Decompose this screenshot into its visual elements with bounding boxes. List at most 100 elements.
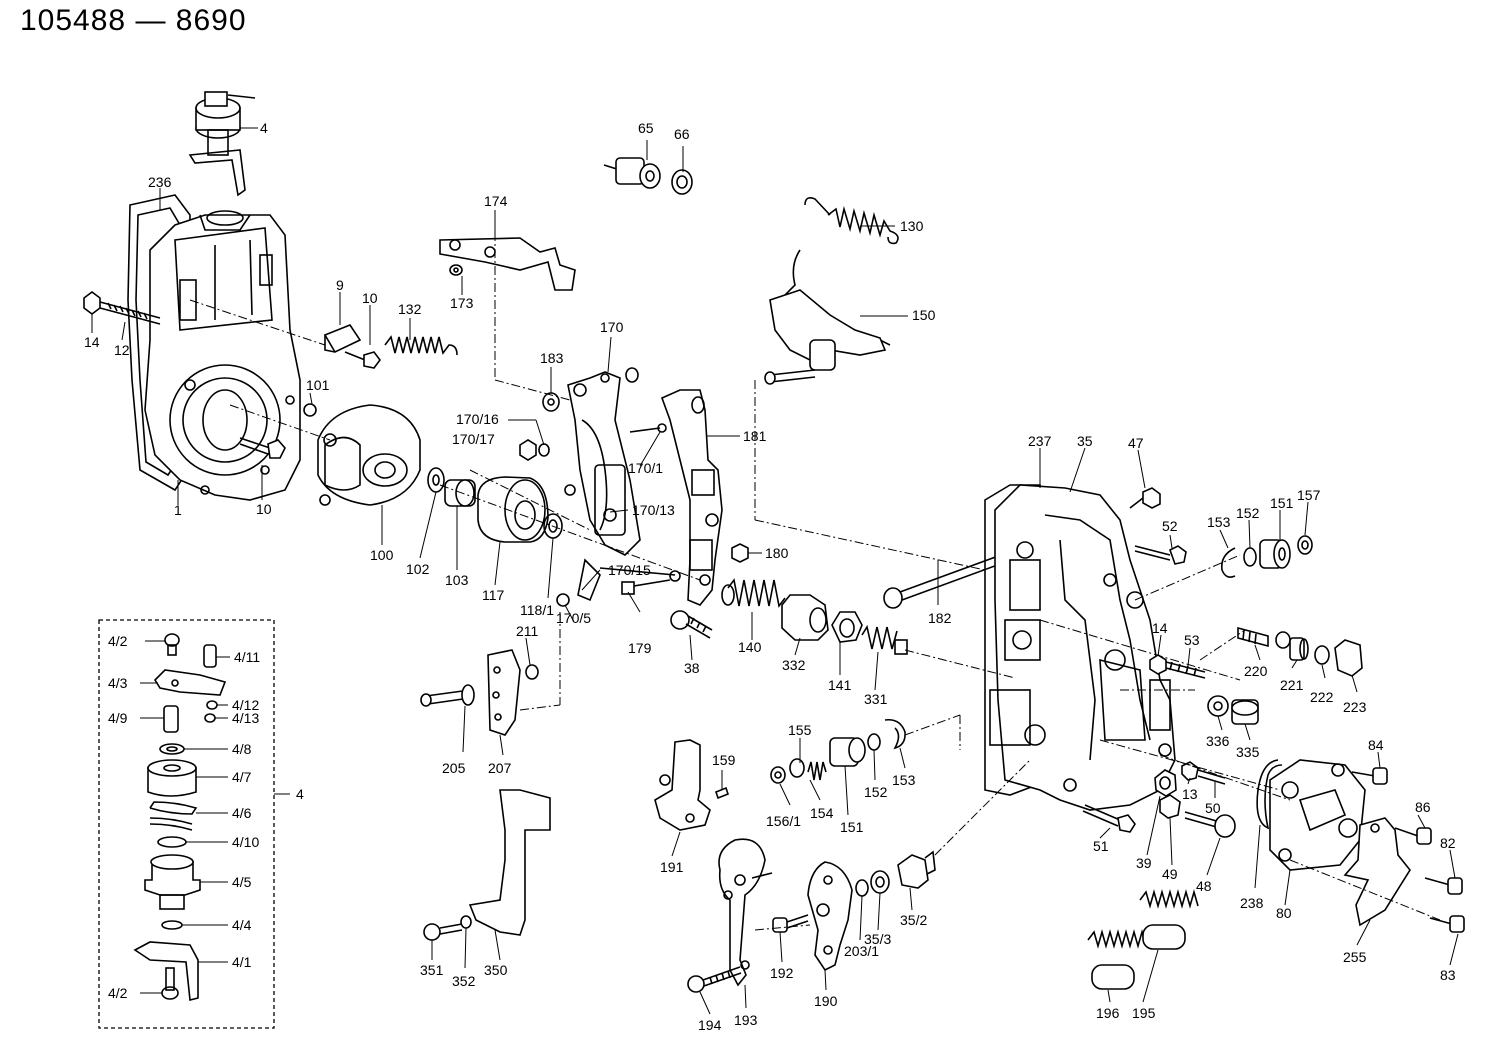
clip-159 [715,786,729,800]
washer-352 [460,915,472,929]
bush-151 [1259,539,1291,569]
label-195: 195 [1132,1005,1156,1021]
label-174: 174 [484,193,508,209]
pin-170-1 [629,423,667,433]
lever-181 [660,389,723,606]
label-173: 173 [450,295,474,311]
label-336: 336 [1206,733,1230,749]
leader-lines [91,127,1459,1015]
washer-211 [525,664,539,680]
pin-205 [420,684,475,707]
label-183: 183 [540,350,564,366]
washer-222 [1314,645,1330,665]
label-153-upper: 153 [1207,514,1231,530]
governor-housing [127,194,301,501]
part-4-adjuster [188,91,256,197]
washer-183 [542,392,560,412]
label-102: 102 [406,561,430,577]
label-221: 221 [1280,677,1304,693]
stud-331 [861,624,908,655]
bolt-53 [1149,654,1206,679]
bolt-52 [1134,545,1187,565]
inset-label-4-9: 4/9 [108,710,128,726]
label-1: 1 [174,502,182,518]
spring-140 [721,578,786,608]
bracket-350 [468,789,551,936]
label-350: 350 [484,962,508,978]
bush-151-lower [829,737,866,767]
washer-336 [1207,695,1229,717]
inset-label-4-2-bottom: 4/2 [108,985,128,1001]
assembly-lines [189,232,1441,931]
label-331: 331 [864,691,888,707]
washer-152-lower [867,733,881,751]
screw-179 [621,579,671,595]
label-10-screw: 10 [362,290,378,306]
inset-label-4-7: 4/7 [232,769,252,785]
plate-193 [718,838,773,987]
label-35-3: 35/3 [864,931,891,947]
sleeve-196 [1091,924,1186,990]
label-220: 220 [1244,663,1268,679]
label-10-housing: 10 [256,501,272,517]
label-170-13: 170/13 [632,502,675,518]
label-154: 154 [810,805,834,821]
label-211: 211 [516,623,539,639]
inset-label-4-1: 4/1 [232,954,252,970]
label-352: 352 [452,973,476,989]
washer-170 [625,367,639,383]
spring-130 [804,197,899,245]
washer-156-1 [770,766,786,784]
bracket-255 [1343,817,1411,927]
sleeve-103 [444,479,476,507]
lever-174 [439,237,576,291]
label-351: 351 [420,962,444,978]
cover-80 [1269,759,1366,871]
label-182: 182 [928,610,952,626]
inset-label-4-4: 4/4 [232,917,252,933]
label-170-15: 170/15 [608,562,651,578]
label-150: 150 [912,307,936,323]
label-35: 35 [1077,433,1093,449]
label-50: 50 [1205,800,1221,816]
label-192: 192 [770,965,794,981]
nut-180 [731,543,749,563]
inset-part-4 [98,619,290,1029]
inset-label-4-3: 4/3 [108,675,128,691]
screw-50 [1197,769,1226,785]
inset-label-4-5: 4/5 [232,874,252,890]
label-101: 101 [306,377,330,393]
label-191: 191 [660,859,684,875]
label-223: 223 [1343,699,1367,715]
label-49: 49 [1162,866,1178,882]
inset-label-4-13: 4/13 [232,710,259,726]
label-4-top: 4 [260,120,268,136]
label-51: 51 [1093,838,1109,854]
label-207: 207 [488,760,512,776]
bracket-207 [487,649,521,736]
governor-cover-35 [984,484,1176,811]
label-332: 332 [782,657,806,673]
nut-170-17 [519,439,550,461]
bolt-12 [83,291,161,325]
inset-group-label: 4 [296,786,304,802]
screw-351 [423,923,463,941]
plug-35-2 [897,850,936,889]
label-205: 205 [442,760,466,776]
bolt-47 [1129,487,1161,509]
clip-101 [303,403,317,417]
bearing-117 [477,476,549,543]
label-118-1: 118/1 [520,602,554,618]
circlip-153-lower [884,718,906,750]
label-13: 13 [1182,786,1198,802]
label-53: 53 [1184,632,1200,648]
label-48: 48 [1196,878,1212,894]
label-203-1: 203/1 [844,943,879,959]
label-65: 65 [638,120,654,136]
label-196: 196 [1096,1005,1120,1021]
label-152-lower: 152 [864,784,888,800]
label-14-right: 14 [1152,620,1168,636]
inset-label-4-12: 4/12 [232,697,259,713]
screw-86 [1394,827,1432,845]
